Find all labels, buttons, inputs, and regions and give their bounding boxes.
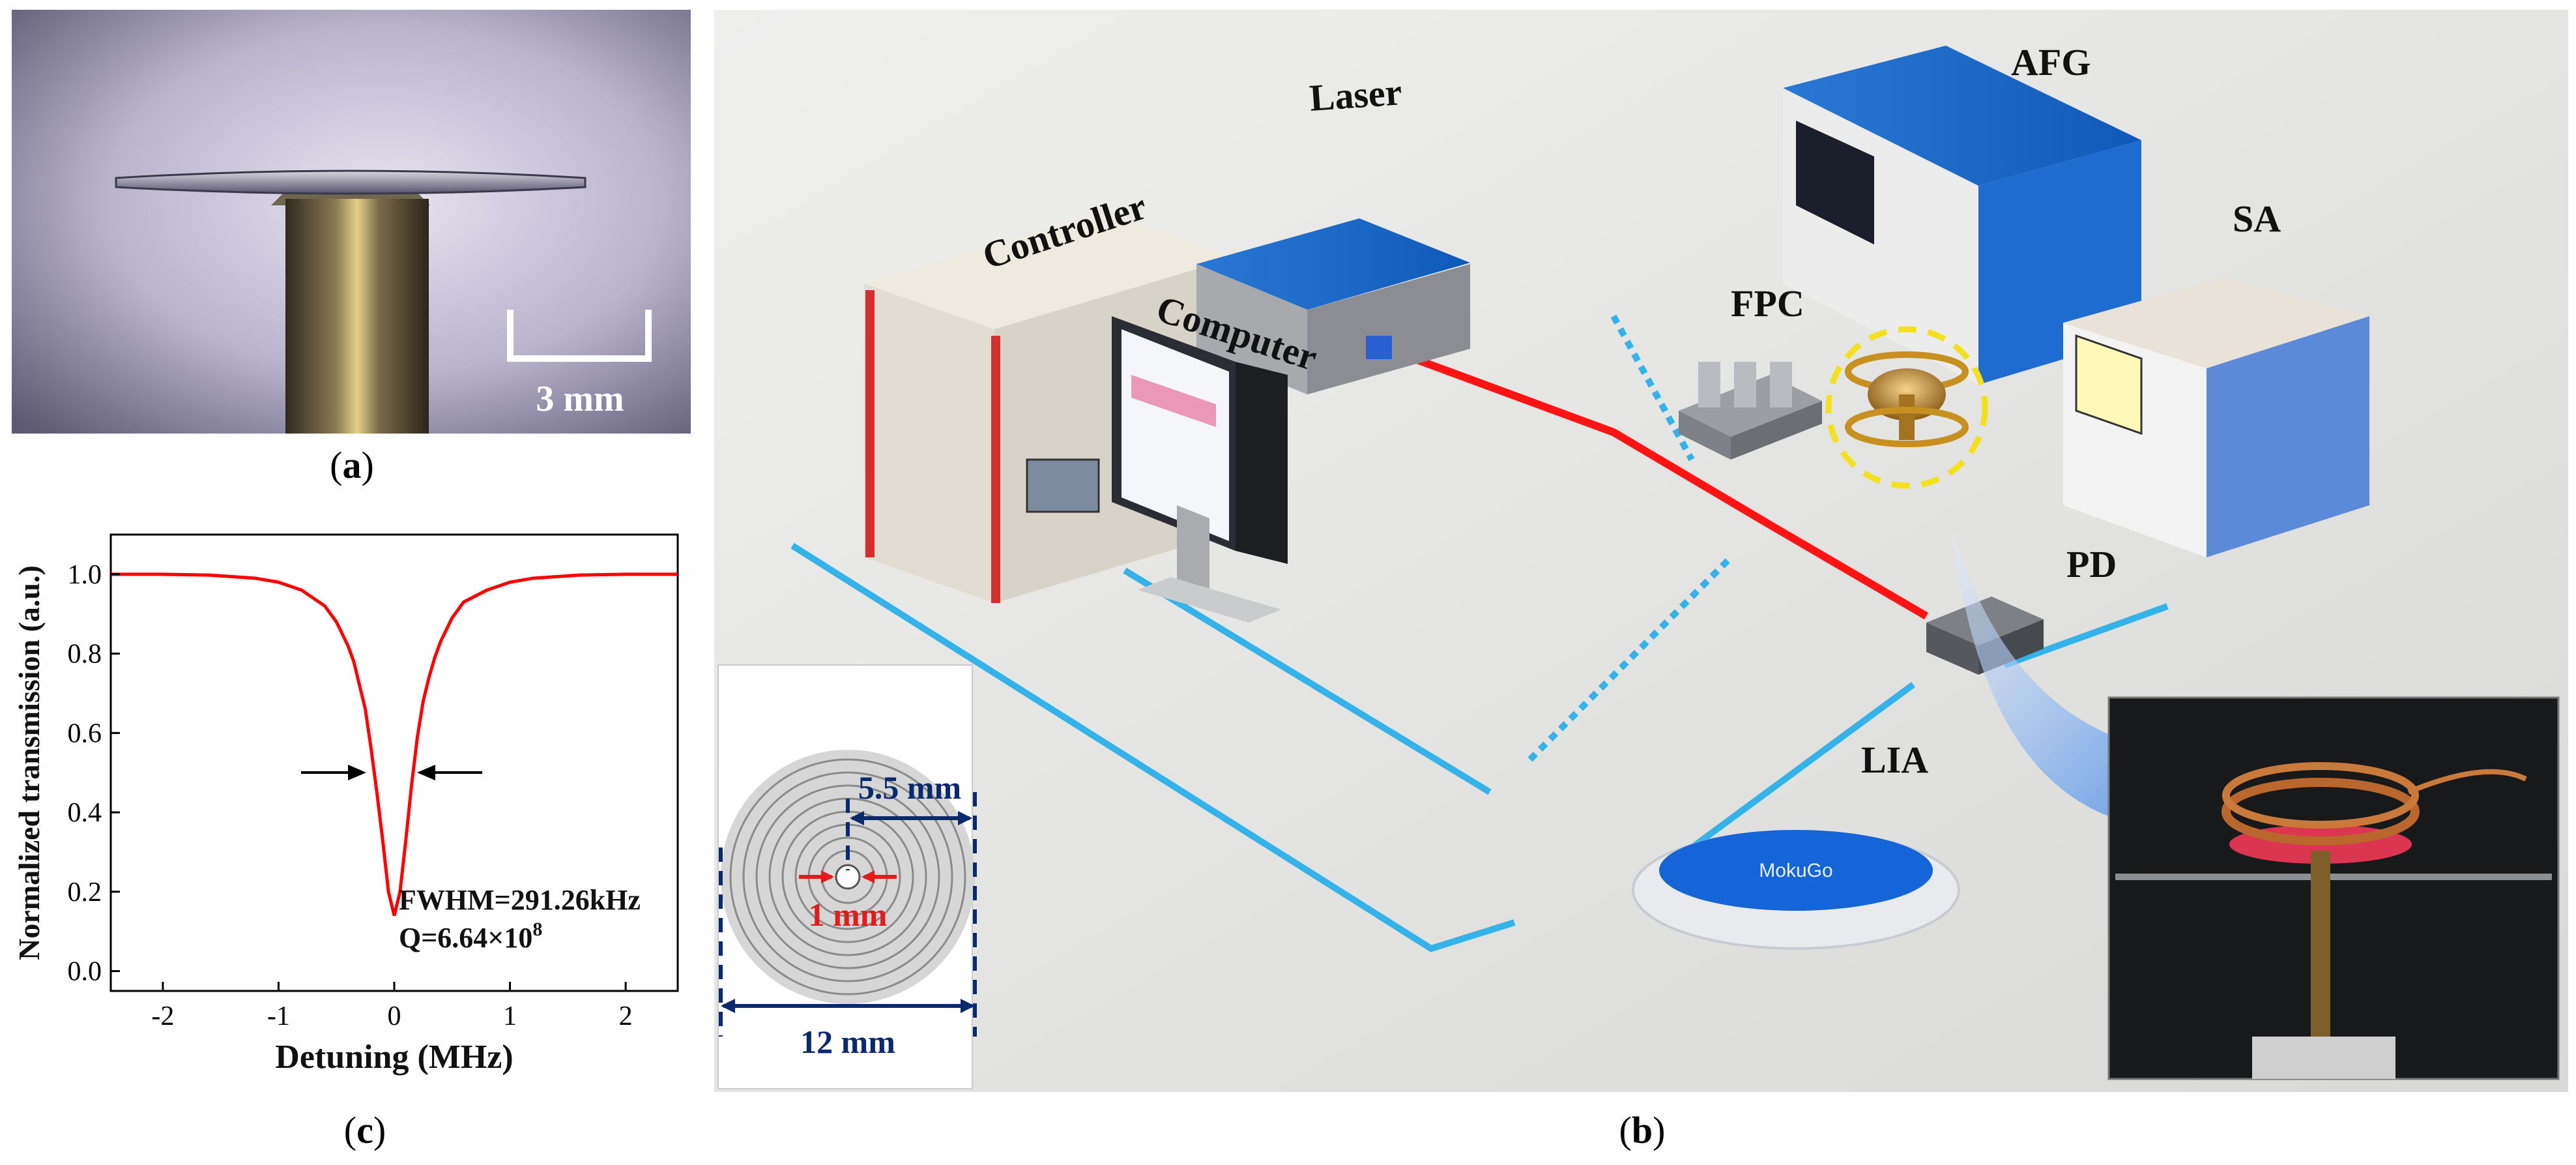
spiral-hole-label: 1 mm xyxy=(809,896,888,933)
x-tick-label: 2 xyxy=(619,1001,633,1031)
spiral-diameter-label: 12 mm xyxy=(800,1024,895,1060)
laser-beam xyxy=(1403,351,1929,620)
experimental-setup: Controller Laser AFG FPC xyxy=(714,10,2568,1092)
pd-label: PD xyxy=(2066,543,2117,585)
y-tick-label: 0.8 xyxy=(68,640,102,670)
spiral-inset xyxy=(717,664,977,1089)
fpc-device xyxy=(1679,362,1822,460)
lia-label: LIA xyxy=(1861,739,1928,781)
sa-label: SA xyxy=(2233,198,2281,240)
x-tick-label: -2 xyxy=(151,1001,174,1031)
scale-bar-right xyxy=(645,310,652,362)
scale-bar-label: 3 mm xyxy=(536,379,624,419)
caption-b: (b) xyxy=(1619,1109,1666,1151)
afg-label: AFG xyxy=(2011,41,2091,83)
scale-bar-left xyxy=(507,310,514,362)
laser-device xyxy=(1196,218,1470,394)
resonator-coil xyxy=(1825,326,1988,489)
scale-bar xyxy=(507,355,652,362)
computer-device xyxy=(1112,316,1288,623)
laser-label: Laser xyxy=(1308,70,1403,119)
y-tick-label: 0.6 xyxy=(68,718,102,748)
plot-frame xyxy=(109,533,679,992)
sa-device xyxy=(2063,277,2369,557)
resonator-photo: 3 mm xyxy=(12,10,691,434)
caption-c: (c) xyxy=(343,1109,386,1151)
coil-photo-inset xyxy=(2107,696,2560,1080)
fpc-label: FPC xyxy=(1731,282,1804,325)
transmission-series-line xyxy=(111,572,678,916)
q-annotation: Q=6.64×108 xyxy=(399,919,542,954)
x-tick-label: 1 xyxy=(503,1001,517,1031)
fwhm-annotation: FWHM=291.26kHz xyxy=(399,884,641,916)
y-axis-label: Normalized transmission (a.u.) xyxy=(12,565,46,960)
y-tick-label: 0.0 xyxy=(68,957,102,987)
fwhm-arrows xyxy=(301,765,482,780)
chart-axes xyxy=(109,533,679,992)
cables xyxy=(790,314,2169,952)
lia-brand: MokuGo xyxy=(1759,860,1832,881)
y-tick-label: 1.0 xyxy=(68,560,102,590)
x-tick-label: -1 xyxy=(267,1001,290,1031)
lia-device: MokuGo xyxy=(1632,830,1960,950)
transmission-chart: -2 -1 0 1 2 0.0 0.2 0.4 0.6 0.8 1.0 Detuning (MHz)… xyxy=(0,509,692,1108)
y-tick-label: 0.2 xyxy=(68,877,102,907)
caption-a: (a) xyxy=(330,444,374,486)
chart-series xyxy=(111,572,678,916)
spiral-radius-label: 5.5 mm xyxy=(858,769,961,806)
x-tick-label: 0 xyxy=(388,1001,401,1031)
chart-ticks: -2 -1 0 1 2 0.0 0.2 0.4 0.6 0.8 1.0 xyxy=(68,560,633,1031)
x-axis-label: Detuning (MHz) xyxy=(275,1039,513,1076)
y-tick-label: 0.4 xyxy=(68,798,102,828)
